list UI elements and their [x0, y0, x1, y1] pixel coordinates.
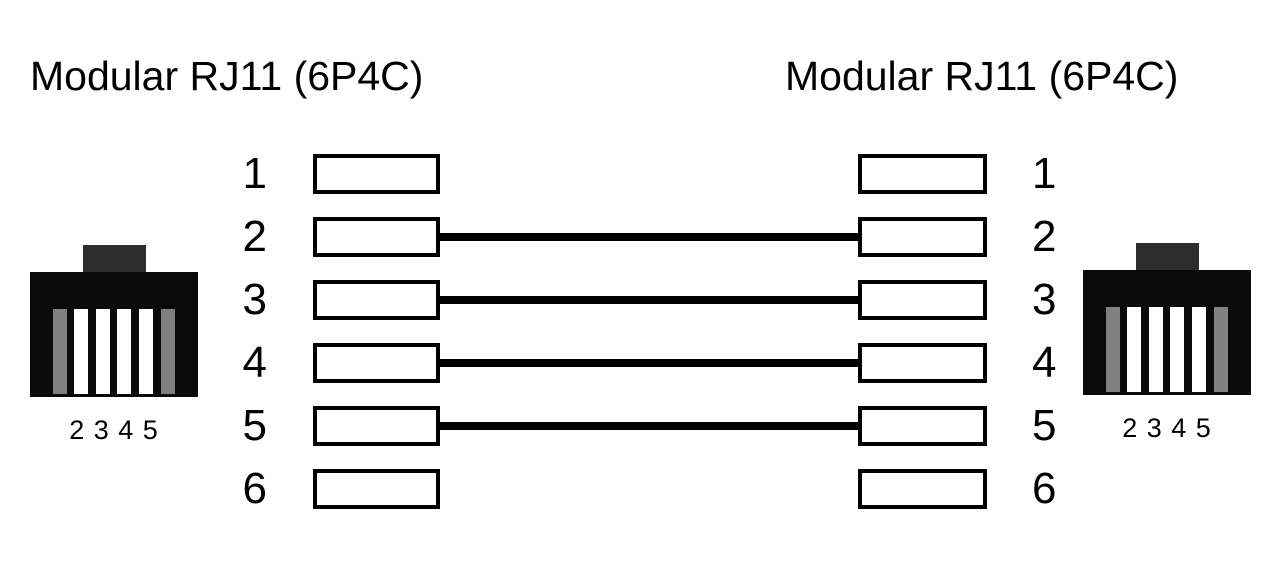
wire-zone [440, 154, 858, 194]
pin-box-left [313, 217, 440, 257]
pin-box-right [858, 469, 987, 509]
pin-row-5: 5 5 [231, 401, 1072, 450]
contact-stripe-active [1127, 307, 1141, 392]
pin-number-left: 4 [242, 338, 267, 387]
pin-number-right: 4 [1032, 338, 1057, 387]
pin-number-right: 6 [1032, 464, 1057, 513]
pin-box-right [858, 280, 987, 320]
pin-row-2: 2 2 [231, 212, 1072, 261]
wire [437, 296, 861, 304]
contact-stripe-active [117, 309, 131, 394]
jack-body [30, 272, 198, 397]
pin-box-right [858, 154, 987, 194]
contact-stripe-active [1149, 307, 1163, 392]
pinout-rows: 1 1 2 2 3 3 4 4 5 [231, 149, 1072, 513]
pin-box-left [313, 406, 440, 446]
wire-zone [440, 469, 858, 509]
jack-clip-tab [83, 245, 146, 274]
contact-stripe-active [1192, 307, 1206, 392]
jack-active-pins-label: 2 3 4 5 [1122, 413, 1212, 443]
pin-box-right [858, 343, 987, 383]
pin-number-left: 2 [242, 212, 267, 261]
pin-number-right: 1 [1032, 149, 1057, 198]
pin-number-right: 3 [1032, 275, 1057, 324]
wire [437, 233, 861, 241]
jack-clip-tab [1136, 243, 1199, 272]
contact-stripe-active [139, 309, 153, 394]
pin-number-left: 5 [242, 401, 267, 450]
wire-zone [437, 217, 861, 257]
wire-zone [437, 406, 861, 446]
wire [437, 359, 861, 367]
contact-stripe-active [96, 309, 110, 394]
pin-box-right [858, 217, 987, 257]
wire [437, 422, 861, 430]
pin-row-3: 3 3 [231, 275, 1072, 324]
pin-number-left: 3 [242, 275, 267, 324]
pin-box-left [313, 343, 440, 383]
pin-row-4: 4 4 [231, 338, 1072, 387]
pin-number-right: 2 [1032, 212, 1057, 261]
contact-stripe-unused [1106, 307, 1120, 392]
rj11-jack-left-icon: 2 3 4 5 [30, 245, 198, 450]
contact-stripe-active [74, 309, 88, 394]
pin-row-6: 6 6 [231, 464, 1072, 513]
wire-zone [437, 280, 861, 320]
contact-stripe-unused [1214, 307, 1228, 392]
wire-zone [437, 343, 861, 383]
contact-stripe-active [1170, 307, 1184, 392]
pin-number-left: 1 [242, 149, 267, 198]
rj11-jack-right-icon: 2 3 4 5 [1083, 243, 1251, 448]
left-connector-title: Modular RJ11 (6P4C) [30, 53, 424, 99]
contact-stripe-unused [161, 309, 175, 394]
pin-box-right [858, 406, 987, 446]
right-connector-title: Modular RJ11 (6P4C) [785, 53, 1179, 99]
contact-stripe-unused [53, 309, 67, 394]
pin-box-left [313, 280, 440, 320]
pin-box-left [313, 469, 440, 509]
jack-active-pins-label: 2 3 4 5 [69, 415, 159, 445]
pin-number-left: 6 [242, 464, 267, 513]
pin-row-1: 1 1 [231, 149, 1072, 198]
pin-number-right: 5 [1032, 401, 1057, 450]
pin-box-left [313, 154, 440, 194]
jack-body [1083, 270, 1251, 395]
